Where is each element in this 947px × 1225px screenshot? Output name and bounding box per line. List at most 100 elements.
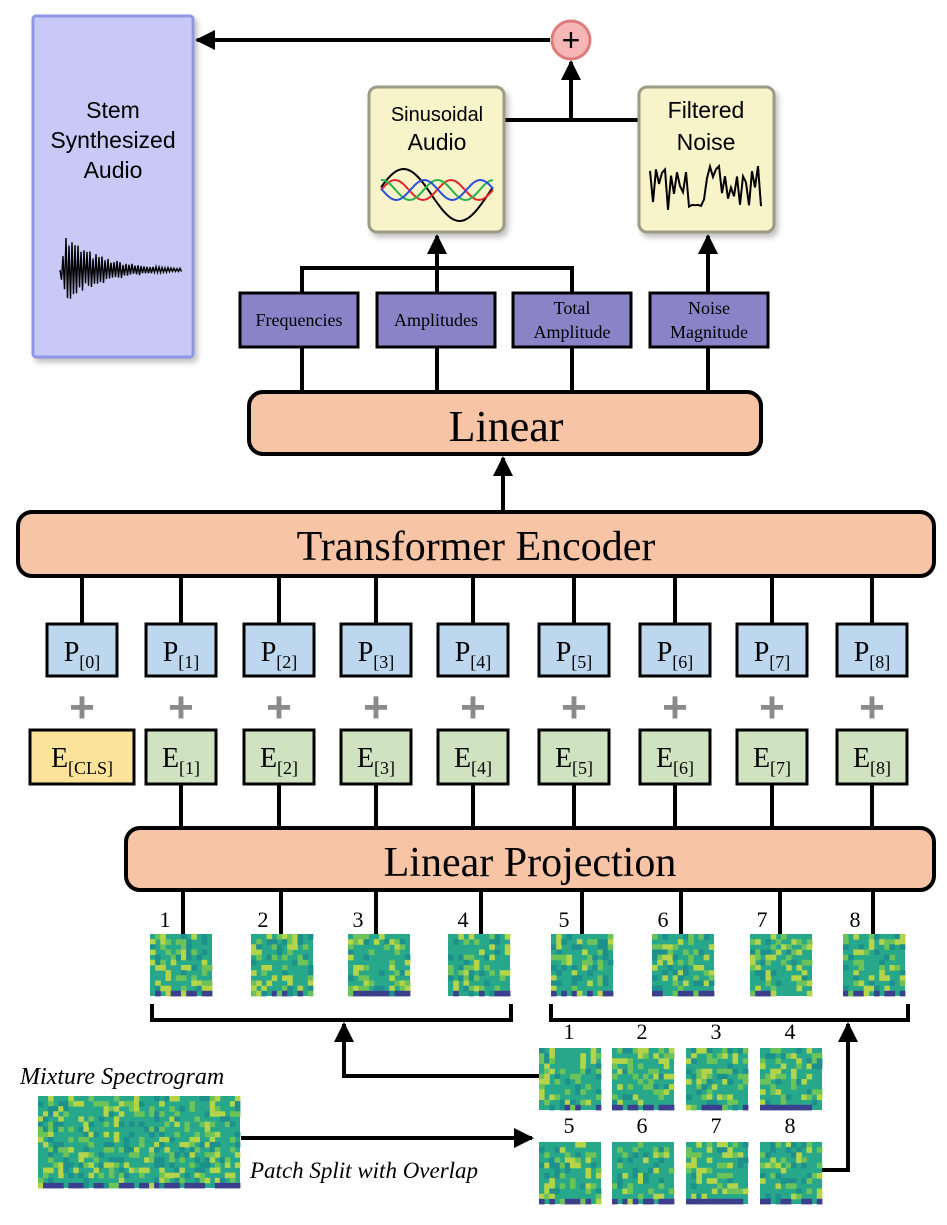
plus-icon-1: + — [168, 683, 194, 732]
sum-node: + — [550, 19, 592, 61]
patch-embedding-0: E[CLS] — [28, 728, 136, 786]
grid-patch-5: 5 — [539, 1113, 602, 1205]
token-column-3: P[3]+E[3] — [339, 576, 413, 828]
sinusoidal-audio-box: Sinusoidal Audio — [367, 85, 506, 234]
position-embedding-3: P[3] — [339, 622, 413, 678]
patch-embedding-5: E[5] — [537, 728, 611, 786]
embedding-subscript: [5] — [572, 758, 593, 778]
position-subscript: [8] — [869, 652, 890, 672]
grid-number-1: 1 — [564, 1019, 575, 1044]
position-label-2: P[2] — [261, 637, 298, 672]
position-subscript: [7] — [769, 652, 790, 672]
token-column-7: P[7]+E[7] — [735, 576, 809, 828]
param-noise-magnitude-box: Noise Magnitude — [648, 291, 770, 349]
position-subscript: [1] — [178, 652, 199, 672]
plus-icon-5: + — [561, 683, 587, 732]
noise-line-2: Noise — [677, 129, 736, 155]
param-frequencies-box: Frequencies — [238, 291, 360, 349]
param-frequencies-label: Frequencies — [256, 310, 343, 330]
token-column-5: P[5]+E[5] — [537, 576, 611, 828]
patch-spectrogram-7 — [750, 934, 813, 997]
position-label-3: P[3] — [358, 637, 395, 672]
patch-number-5: 5 — [559, 907, 570, 932]
position-label-7: P[7] — [754, 637, 791, 672]
grid-spectrogram-4 — [760, 1048, 823, 1111]
grid-number-2: 2 — [637, 1019, 648, 1044]
mixture-spectrogram — [38, 1096, 241, 1189]
position-label-4: P[4] — [455, 637, 492, 672]
position-embedding-1: P[1] — [144, 622, 218, 678]
transformer-encoder-block: Transformer Encoder — [16, 510, 936, 578]
embedding-subscript: [2] — [277, 758, 298, 778]
noise-line-1: Filtered — [668, 97, 745, 123]
patch-number-6: 6 — [658, 907, 669, 932]
embedding-label-8: E[8] — [853, 743, 891, 778]
embedding-main: E — [51, 743, 68, 774]
position-main: P — [854, 637, 870, 668]
patch-number-3: 3 — [353, 907, 364, 932]
patch-1: 1 — [150, 890, 213, 997]
patch-spectrogram-2 — [251, 934, 314, 997]
embedding-subscript: [8] — [870, 758, 891, 778]
mixture-spectrogram-label: Mixture Spectrogram — [19, 1064, 224, 1090]
embedding-label-0: E[CLS] — [51, 743, 113, 778]
patch-number-7: 7 — [757, 907, 768, 932]
grid-spectrogram-3 — [686, 1048, 749, 1111]
embedding-main: E — [454, 743, 471, 774]
position-embedding-0: P[0] — [45, 622, 119, 678]
grid-number-3: 3 — [711, 1019, 722, 1044]
grid-number-7: 7 — [711, 1113, 722, 1138]
position-subscript: [2] — [276, 652, 297, 672]
param-total-amplitude-line-1: Total — [554, 298, 591, 318]
token-column-2: P[2]+E[2] — [242, 576, 316, 828]
patch-spectrogram-4 — [448, 934, 511, 997]
embedding-main: E — [260, 743, 277, 774]
stem-title-line-2: Synthesized — [50, 127, 175, 153]
patch-spectrogram-8 — [843, 934, 906, 997]
embedding-subscript: [CLS] — [68, 758, 113, 778]
embedding-label-4: E[4] — [454, 743, 492, 778]
token-column-4: P[4]+E[4] — [436, 576, 510, 828]
token-column-6: P[6]+E[6] — [638, 576, 712, 828]
embedding-subscript: [3] — [374, 758, 395, 778]
plus-icon-8: + — [859, 683, 885, 732]
embedding-main: E — [853, 743, 870, 774]
grid-spectrogram-7 — [686, 1142, 749, 1205]
position-subscript: [0] — [79, 652, 100, 672]
sine-wave-blue-icon — [380, 178, 494, 202]
position-main: P — [754, 637, 770, 668]
position-main: P — [556, 637, 572, 668]
position-main: P — [358, 637, 374, 668]
grid-patch-6: 6 — [612, 1113, 675, 1205]
plus-icon-4: + — [460, 683, 486, 732]
grid-patch-2: 2 — [612, 1019, 675, 1111]
position-subscript: [3] — [373, 652, 394, 672]
grid-spectrogram-1 — [539, 1048, 602, 1111]
linear-block: Linear — [247, 390, 763, 456]
embedding-label-7: E[7] — [753, 743, 791, 778]
stem-title-line-3: Audio — [84, 157, 143, 183]
param-total-amplitude-line-2: Amplitude — [534, 322, 611, 342]
patch-embedding-4: E[4] — [436, 728, 510, 786]
patch-spectrogram-5 — [551, 934, 614, 997]
grid-patch-7: 7 — [686, 1113, 749, 1205]
bracket-right-group — [549, 1004, 910, 1022]
position-main: P — [657, 637, 673, 668]
position-label-5: P[5] — [556, 637, 593, 672]
patch-8: 8 — [843, 890, 906, 997]
patch-embedding-7: E[7] — [735, 728, 809, 786]
embedding-label-2: E[2] — [260, 743, 298, 778]
embedding-subscript: [4] — [471, 758, 492, 778]
embedding-subscript: [6] — [673, 758, 694, 778]
noise-waveform-icon — [649, 162, 762, 210]
patch-6: 6 — [652, 890, 715, 997]
token-column-8: P[8]+E[8] — [835, 576, 909, 828]
position-main: P — [261, 637, 277, 668]
position-subscript: [4] — [470, 652, 491, 672]
mixture-spectrogram-image — [38, 1096, 241, 1189]
param-total-amplitude-box: Total Amplitude — [511, 291, 633, 349]
